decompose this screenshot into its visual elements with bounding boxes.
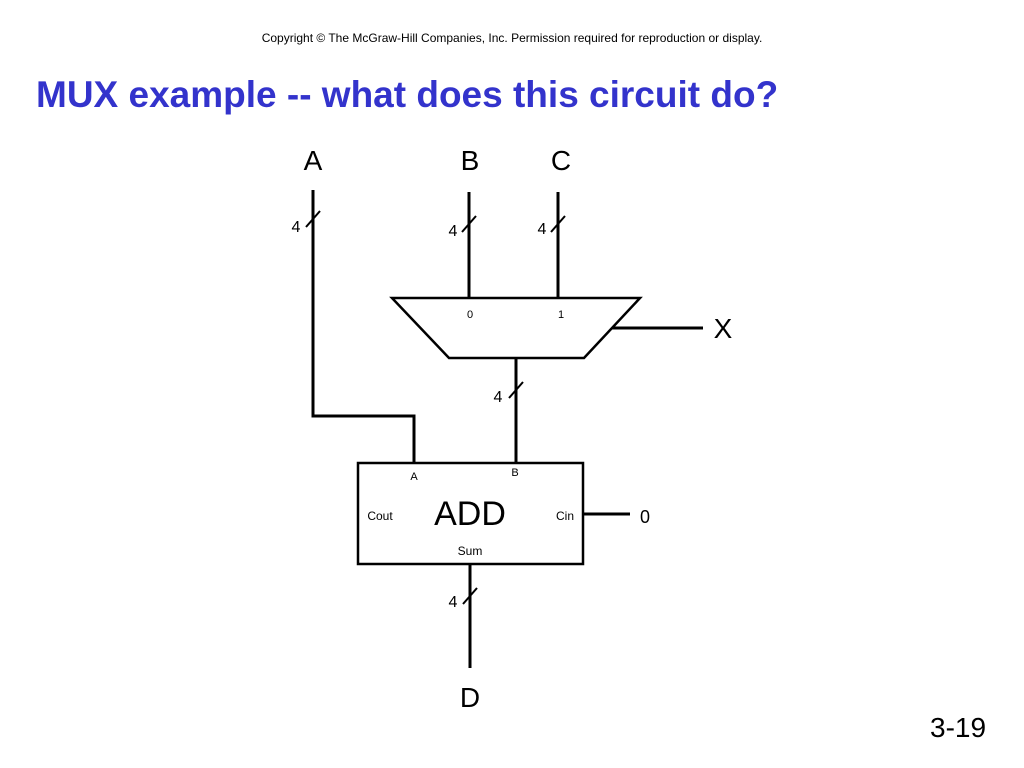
slide-title: MUX example -- what does this circuit do… — [36, 74, 779, 115]
bus-slash-b — [461, 215, 477, 233]
mux-input-1-label: 1 — [558, 309, 564, 321]
adder-port-b-label: B — [511, 467, 518, 479]
output-d-label: D — [460, 682, 480, 713]
bus-slash-sum — [462, 587, 478, 605]
cin-value-label: 0 — [640, 507, 650, 527]
bus-slash-mux-out — [508, 381, 524, 399]
mux-block — [389, 296, 643, 360]
adder-cin-label: Cin — [556, 509, 574, 523]
copyright-notice: Copyright © The McGraw-Hill Companies, I… — [261, 31, 763, 45]
bus-width-a: 4 — [292, 219, 301, 236]
adder-sum-label: Sum — [458, 544, 483, 558]
bus-slash-a — [305, 210, 321, 228]
bus-width-b: 4 — [449, 223, 458, 240]
bus-width-sum: 4 — [449, 594, 458, 611]
mux-input-0-label: 0 — [467, 309, 473, 321]
bus-slash-c — [550, 215, 566, 233]
select-x-label: X — [714, 313, 733, 344]
adder-label: ADD — [434, 495, 506, 533]
input-b-label: B — [461, 145, 480, 176]
input-c-label: C — [551, 145, 571, 176]
input-a-label: A — [304, 145, 323, 176]
bus-width-c: 4 — [538, 221, 547, 238]
adder-port-a-label: A — [410, 471, 418, 483]
page-number: 3-19 — [930, 712, 987, 743]
adder-cout-label: Cout — [367, 509, 393, 523]
adder-block — [356, 461, 585, 566]
bus-width-mux-out: 4 — [494, 389, 503, 406]
wire-a — [311, 190, 416, 463]
